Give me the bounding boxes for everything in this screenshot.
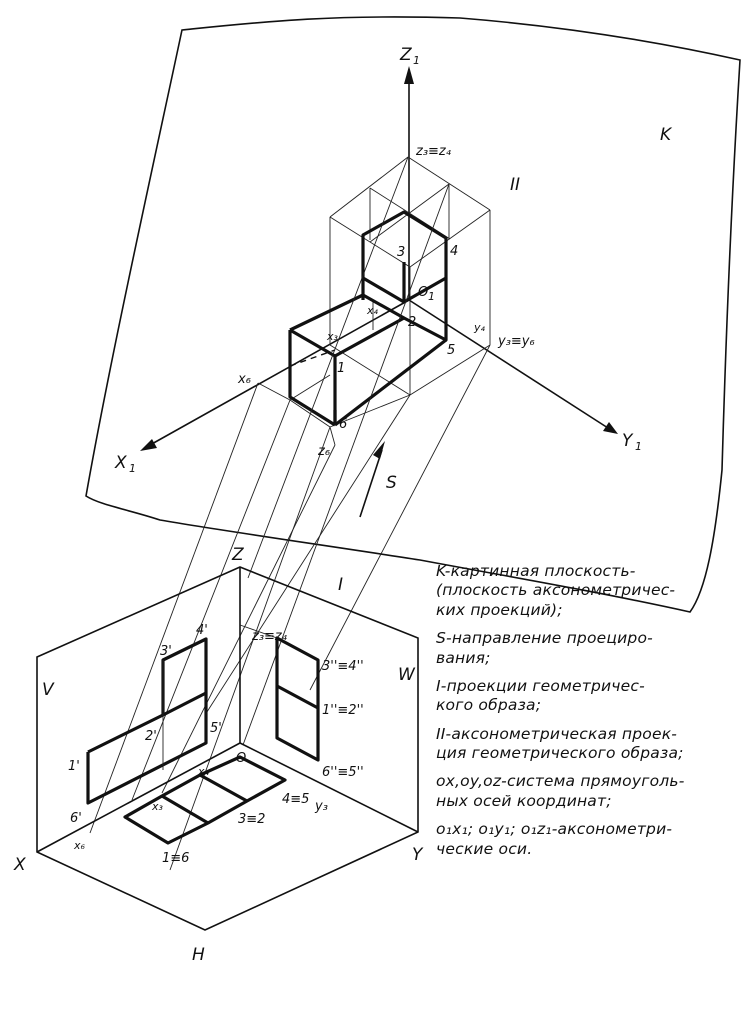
legend-item-k: K-картинная плоскость- (плоскость аксоно… (436, 562, 676, 619)
label-x4-top: x₄ (366, 304, 379, 317)
axonometric-construction-lines (257, 156, 491, 446)
projection-direction-s-arrow (373, 441, 385, 459)
legend-item-axono-axes: o₁x₁; o₁y₁; o₁z₁-аксонометри- ческие оси… (436, 820, 673, 858)
label-h: H (192, 945, 205, 965)
legend-item-axes: ox,oy,oz-система прямоуголь- ных осей ко… (436, 772, 685, 810)
label-x1: X (114, 453, 127, 473)
label-s: S (386, 473, 397, 493)
label-i: I (338, 575, 343, 595)
label-z1: Z (399, 45, 412, 65)
legend-item-s: S-направление проециро- вания; (436, 629, 653, 667)
label-y3y6-top: y₃≡y₆ (497, 334, 535, 349)
label-z3z4-bot: z₃≡z₄ (251, 629, 288, 644)
axis-y1-arrow (603, 422, 618, 434)
label-x6-top: x₆ (237, 372, 251, 387)
label-point-3v: 3' (160, 644, 172, 659)
label-y1: Y (622, 431, 634, 451)
projection-direction-s (359, 449, 383, 518)
label-x: X (13, 855, 26, 875)
label-point-3w4w: 3''≡4'' (322, 659, 364, 674)
legend-item-ii: II-аксонометрическая проек- ция геометри… (436, 724, 684, 762)
label-o1: O (418, 285, 428, 300)
label-point-6w5w: 6''≡5'' (322, 765, 364, 780)
projecting-rays (89, 156, 491, 871)
label-y1-sub: 1 (635, 440, 642, 453)
label-y: Y (412, 845, 424, 865)
side-projection-w (239, 624, 320, 762)
label-x6-bot: x₆ (73, 839, 86, 852)
label-y3-bot: y₃ (314, 799, 328, 814)
label-k: K (660, 125, 673, 145)
label-z1-sub: 1 (413, 54, 420, 67)
axis-x1 (149, 299, 410, 446)
label-point-4-5: 4≡5 (282, 792, 309, 807)
label-point-2: 2 (408, 315, 416, 330)
label-point-3: 3 (397, 245, 405, 260)
label-z: Z (231, 545, 244, 565)
label-point-6v: 6' (70, 811, 82, 826)
label-ii: II (510, 175, 520, 195)
horizontal-projection-h (123, 755, 287, 845)
label-point-1: 1 (337, 361, 345, 376)
axis-x1-arrow (140, 439, 157, 451)
label-point-2v: 2' (145, 729, 157, 744)
picture-plane-k (85, 16, 741, 613)
label-z3z4-top: z₃≡z₄ (415, 144, 452, 159)
label-point-1v: 1' (68, 759, 80, 774)
label-point-4v: 4' (196, 623, 208, 638)
legend-item-i: I-проекции геометричес- кого образа; (436, 676, 645, 715)
label-v: V (42, 680, 55, 700)
orthographic-box (36, 566, 419, 931)
label-point-5v: 5' (210, 721, 222, 736)
label-w: W (398, 665, 416, 685)
label-point-4: 4 (450, 244, 458, 259)
label-point-1w2w: 1''≡2'' (322, 703, 364, 718)
label-point-6: 6 (339, 417, 347, 432)
label-point-5: 5 (447, 343, 455, 358)
label-x1-sub: 1 (129, 462, 136, 475)
label-x4-bot: x₄ (197, 765, 210, 778)
label-o1-sub: 1 (428, 290, 435, 303)
legend: K-картинная плоскость- (плоскость аксоно… (436, 562, 744, 868)
axonometric-object (288, 210, 448, 427)
label-x3-top: x₃ (326, 330, 339, 343)
axis-z1-arrow (404, 66, 414, 84)
axis-y1 (408, 299, 609, 429)
frontal-projection-v (86, 637, 208, 805)
label-y4-top: y₄ (473, 321, 486, 334)
label-point-3-2: 3≡2 (238, 812, 265, 827)
label-x3-bot: x₃ (151, 800, 164, 813)
label-o: O (236, 751, 246, 766)
label-point-1-6: 1≡6 (162, 851, 189, 866)
label-z6-top: z₆ (317, 444, 330, 459)
